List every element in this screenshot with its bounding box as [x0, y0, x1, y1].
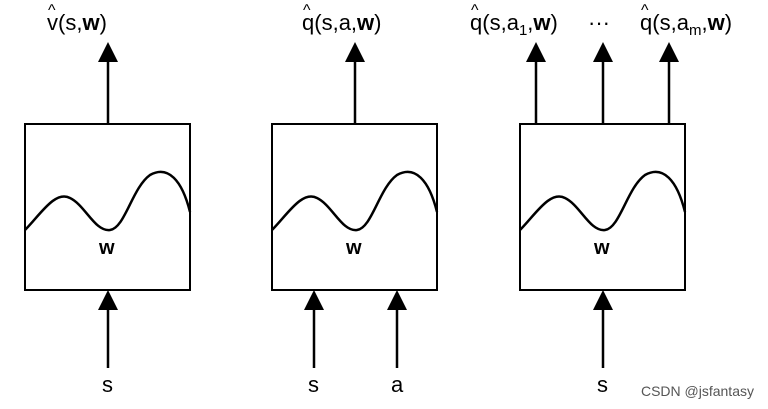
output-label-v: v(s,w) [47, 0, 107, 36]
network-box-q [271, 123, 439, 291]
input-label-s: s [102, 372, 113, 397]
output-label-dots: ··· [588, 10, 610, 35]
input-label-s: s [308, 372, 319, 397]
box-weight-label: w [346, 237, 362, 259]
function-curve [271, 170, 439, 232]
function-curve [24, 170, 192, 232]
network-box-q-multi [519, 123, 687, 291]
watermark: CSDN @jsfantasy [640, 383, 754, 399]
output-label-q: q(s,a,w) [302, 0, 382, 36]
output-label-q-a1: q(s,a1,w) [470, 0, 558, 44]
network-box-v [24, 123, 192, 291]
input-label-s: s [597, 372, 608, 397]
box-weight-label: w [594, 237, 610, 259]
function-curve [519, 170, 687, 232]
output-label-q-am: q(s,am,w) [640, 0, 732, 44]
box-weight-label: w [99, 237, 115, 259]
input-label-a: a [391, 372, 404, 397]
